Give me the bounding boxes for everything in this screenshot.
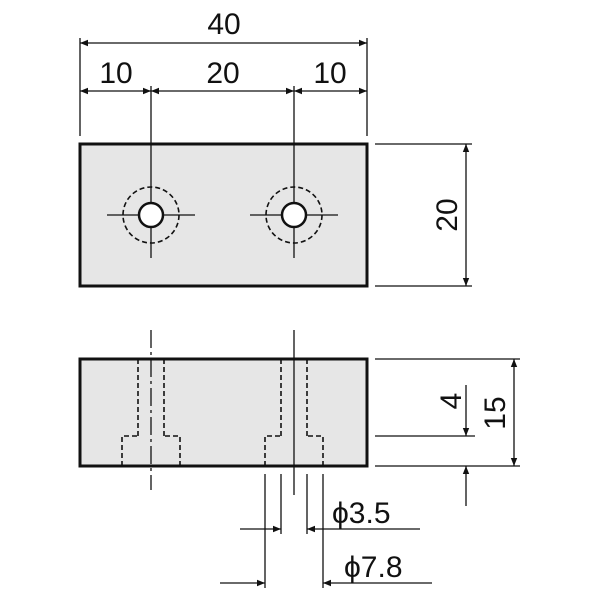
side-view: 15 4 ϕ3.5 ϕ7.8 — [78, 330, 520, 588]
plan-hole-2 — [250, 86, 338, 258]
side-body — [78, 357, 369, 468]
plan-hole-1 — [107, 86, 195, 258]
dim-side-height: 15 — [479, 396, 512, 429]
side-hole-1 — [121, 330, 181, 490]
dim-hole-spacing: 20 — [206, 57, 239, 90]
dim-through-hole: ϕ3.5 — [332, 497, 391, 530]
plan-view: 40 10 20 10 20 — [78, 8, 472, 288]
dim-overall-width: 40 — [207, 8, 240, 41]
dim-counterbore-depth: 4 — [435, 393, 468, 410]
dim-plan-height: 20 — [431, 198, 464, 231]
dim-right-offset: 10 — [313, 57, 346, 90]
dim-left-offset: 10 — [99, 57, 132, 90]
dim-counterbore-dia: ϕ7.8 — [344, 551, 403, 584]
side-hole-2 — [264, 330, 324, 495]
